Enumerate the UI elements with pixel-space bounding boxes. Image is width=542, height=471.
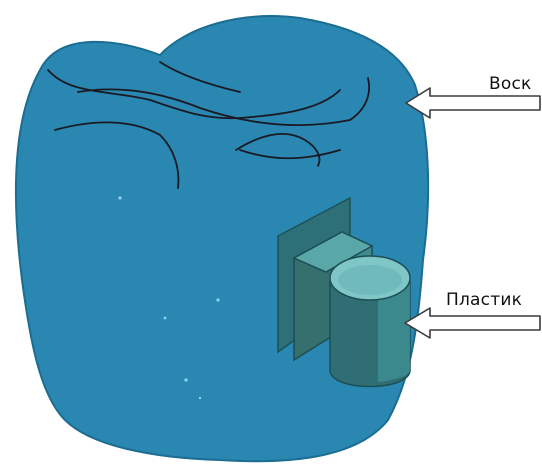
wax-crown-shape — [16, 16, 428, 461]
plastic-label: Пластик — [446, 290, 522, 310]
wax-label: Воск — [489, 74, 531, 94]
plastic-arrow — [405, 308, 540, 338]
